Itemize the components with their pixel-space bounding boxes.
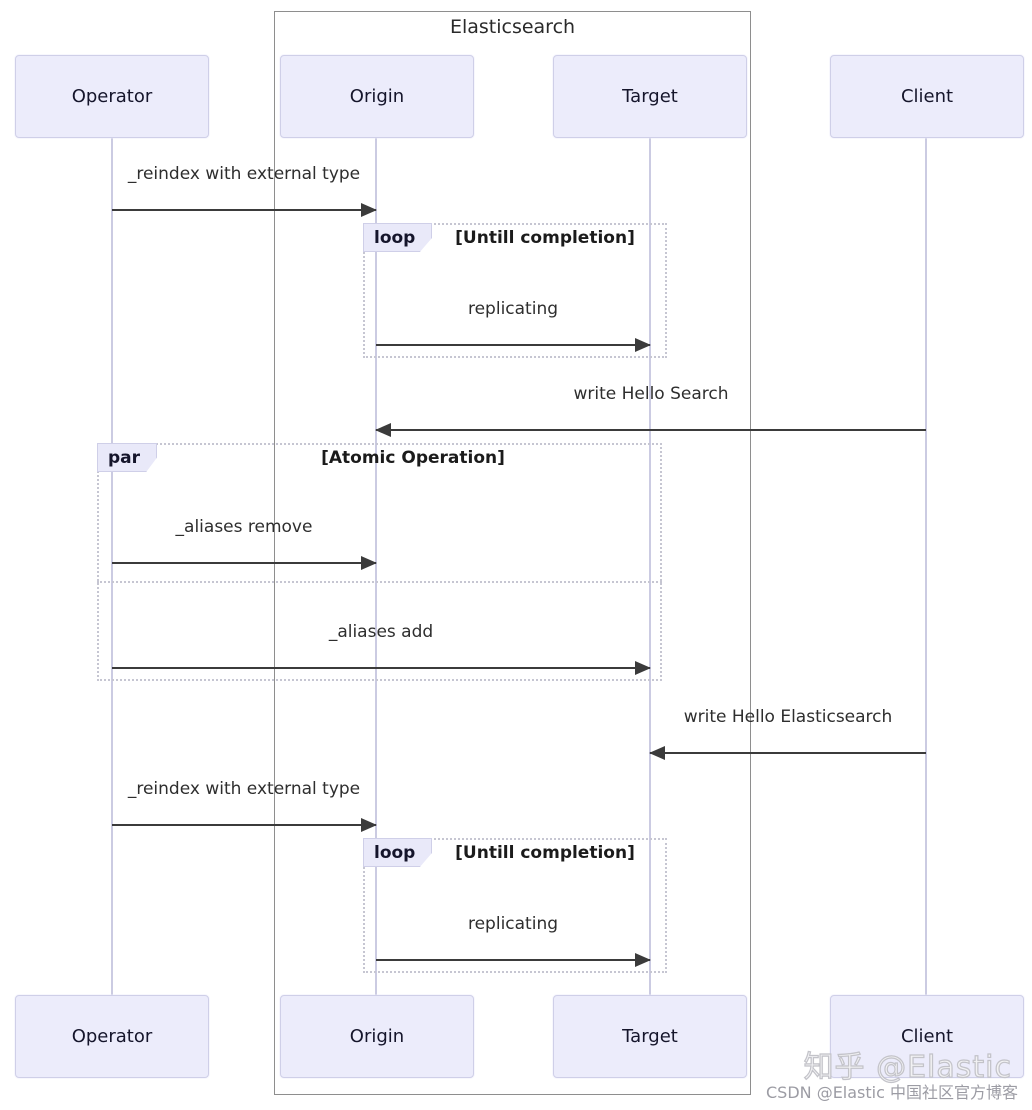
loop-fragment-1: loop <box>363 223 667 358</box>
arrowhead-right-icon <box>635 338 651 352</box>
message-label-replicating-2: replicating <box>467 914 559 934</box>
message-arrow-replicating-2 <box>376 953 651 967</box>
lifeline-operator <box>111 138 113 995</box>
message-arrow-replicating-1 <box>376 338 651 352</box>
arrowhead-right-icon <box>361 556 377 570</box>
lifeline-target <box>649 138 651 995</box>
loop-fragment-1-label: loop <box>363 223 433 252</box>
lifeline-client <box>925 138 927 995</box>
actor-top-target: Target <box>553 55 747 138</box>
message-label-reindex-2: _reindex with external type <box>127 779 361 799</box>
message-arrow-reindex-2 <box>112 818 377 832</box>
actor-bottom-client: Client <box>830 995 1024 1078</box>
loop-fragment-1-condition: [Untill completion] <box>455 228 635 248</box>
arrowhead-left-icon <box>649 746 665 760</box>
actor-top-operator: Operator <box>15 55 209 138</box>
message-label-reindex-1: _reindex with external type <box>127 164 361 184</box>
loop-fragment-2-label: loop <box>363 838 433 867</box>
message-label-replicating-1: replicating <box>467 299 559 319</box>
arrowhead-right-icon <box>361 203 377 217</box>
message-arrow-write-hello-search <box>375 423 926 437</box>
arrowhead-right-icon <box>635 661 651 675</box>
message-arrow-aliases-add <box>112 661 651 675</box>
elasticsearch-group-frame <box>274 11 751 1095</box>
elasticsearch-group-title: Elasticsearch <box>449 16 576 38</box>
par-fragment-divider <box>97 581 662 583</box>
csdn-watermark: CSDN @Elastic 中国社区官方博客 <box>765 1083 1018 1102</box>
par-fragment-label: par <box>97 443 158 472</box>
arrowhead-right-icon <box>361 818 377 832</box>
par-fragment: par <box>97 443 662 681</box>
actor-top-origin: Origin <box>280 55 474 138</box>
actor-top-client: Client <box>830 55 1024 138</box>
zhihu-watermark: 知乎 @Elastic <box>803 1049 1012 1085</box>
message-arrow-reindex-1 <box>112 203 377 217</box>
par-fragment-condition: [Atomic Operation] <box>321 448 505 468</box>
loop-fragment-2-condition: [Untill completion] <box>455 843 635 863</box>
arrowhead-left-icon <box>375 423 391 437</box>
arrowhead-right-icon <box>635 953 651 967</box>
message-label-aliases-add: _aliases add <box>328 622 434 642</box>
message-arrow-write-hello-elasticsearch <box>649 746 926 760</box>
actor-bottom-origin: Origin <box>280 995 474 1078</box>
message-label-aliases-remove: _aliases remove <box>175 517 313 537</box>
message-arrow-aliases-remove <box>112 556 377 570</box>
message-label-write-hello-elasticsearch: write Hello Elasticsearch <box>683 707 893 727</box>
actor-bottom-target: Target <box>553 995 747 1078</box>
message-label-write-hello-search: write Hello Search <box>573 384 729 404</box>
actor-bottom-operator: Operator <box>15 995 209 1078</box>
loop-fragment-2: loop <box>363 838 667 973</box>
